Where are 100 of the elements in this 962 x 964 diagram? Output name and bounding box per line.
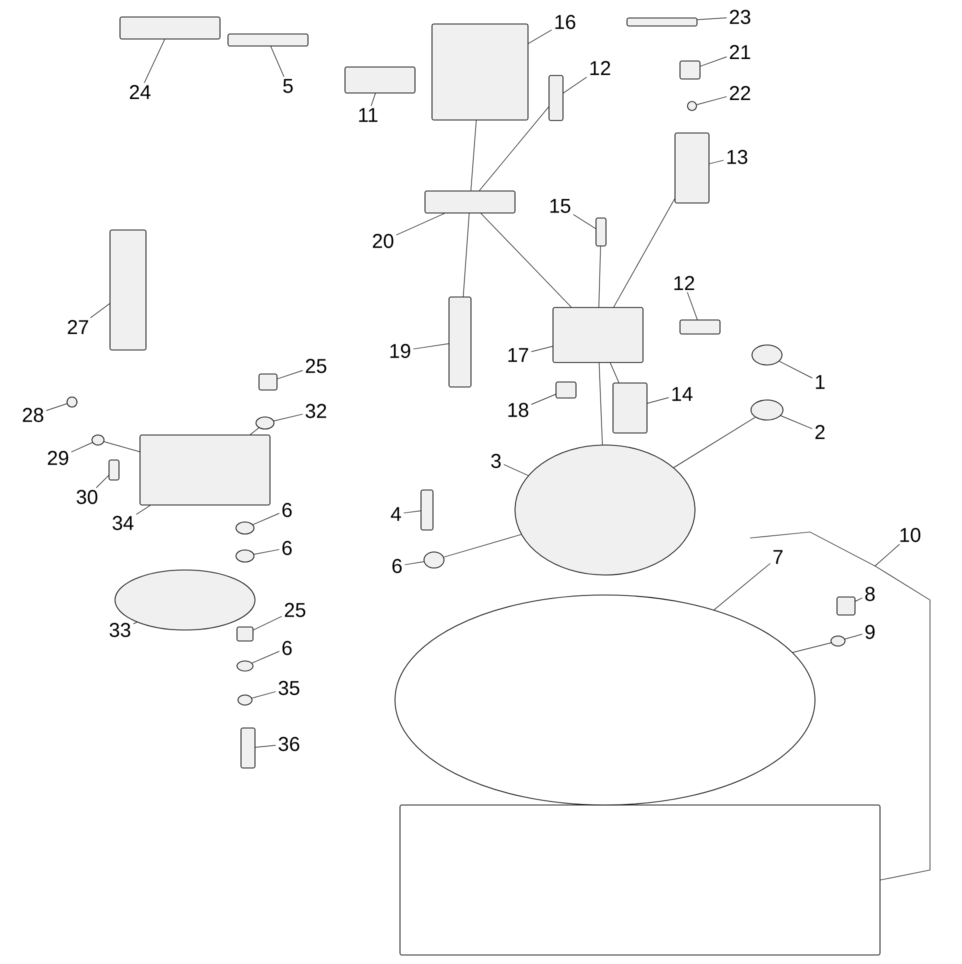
part-drawing <box>548 75 564 121</box>
callout-number: 21 <box>730 45 750 59</box>
callout-number: 15 <box>550 199 570 213</box>
part-drawing <box>552 307 644 363</box>
leader-line <box>133 622 138 624</box>
part-drawing <box>110 230 146 350</box>
part-drawing <box>680 60 700 80</box>
leader-line <box>404 561 424 566</box>
part-drawing <box>556 382 576 398</box>
leader-line <box>252 651 280 664</box>
part-drawing <box>687 101 697 111</box>
callout-number: 19 <box>390 344 410 358</box>
callout-number: 11 <box>359 108 378 122</box>
callout-number: 29 <box>48 450 68 466</box>
part-drawing <box>424 552 444 568</box>
callout-number: 35 <box>278 680 300 696</box>
part-drawing <box>238 694 252 706</box>
part-drawing <box>258 374 278 390</box>
part-drawing <box>626 18 698 26</box>
part-drawing <box>432 24 528 120</box>
callout-number: 18 <box>508 402 528 418</box>
leader-line <box>503 464 529 476</box>
leader-line <box>274 414 303 422</box>
part-drawing <box>836 596 856 616</box>
callout-number: 34 <box>112 516 134 530</box>
leader-line <box>90 303 110 318</box>
leader-line <box>370 93 376 106</box>
callout-number: 16 <box>555 14 576 30</box>
leader-line <box>270 46 284 78</box>
leader-line <box>253 616 282 630</box>
assembly-line <box>610 362 620 383</box>
assembly-line <box>470 120 477 191</box>
callout-number: 20 <box>372 234 394 248</box>
assembly-line <box>479 106 549 191</box>
part-drawing <box>400 804 880 956</box>
callout-number: 32 <box>306 404 326 418</box>
leader-line <box>874 544 930 880</box>
assembly-line <box>598 362 603 445</box>
callout-number: 4 <box>390 507 401 521</box>
part-drawing <box>92 434 104 446</box>
part-drawing <box>344 66 416 94</box>
leader-line <box>714 563 771 610</box>
leader-line <box>403 510 421 514</box>
leader-line <box>696 96 727 106</box>
part-drawing <box>394 594 816 806</box>
callout-number: 7 <box>773 550 783 564</box>
leader-line <box>780 415 813 430</box>
leader-line <box>136 505 151 515</box>
leader-line <box>563 76 587 94</box>
leader-line <box>96 475 109 488</box>
leader-line <box>144 39 165 84</box>
assembly-line <box>480 213 572 308</box>
callout-number: 25 <box>284 602 306 618</box>
callout-number: 6 <box>282 640 292 656</box>
assembly-line <box>613 198 675 308</box>
callout-number: 12 <box>590 61 610 75</box>
leader-line <box>687 292 698 320</box>
leader-line <box>709 160 724 164</box>
part-drawing <box>236 522 254 534</box>
assembly-line <box>673 416 756 468</box>
part-drawing <box>256 416 274 430</box>
leader-line <box>855 598 863 602</box>
part-drawing <box>424 190 516 214</box>
assembly-line <box>104 441 140 452</box>
leader-line <box>396 213 445 236</box>
leader-line <box>252 513 280 525</box>
leader-line <box>697 18 727 20</box>
callout-number: 6 <box>282 502 292 518</box>
callout-number: 1 <box>816 375 825 389</box>
callout-number: 6 <box>282 540 292 556</box>
part-drawing <box>674 132 710 204</box>
part-drawing <box>228 34 308 46</box>
part-drawing <box>108 460 120 480</box>
callout-number: 30 <box>76 490 98 504</box>
leader-line <box>46 403 68 411</box>
callout-number: 3 <box>491 454 501 468</box>
part-drawing <box>752 344 782 366</box>
callout-number: 2 <box>815 425 825 439</box>
part-drawing <box>514 444 696 576</box>
leader-line <box>647 397 669 404</box>
part-drawing <box>612 382 648 434</box>
part-drawing <box>140 434 270 506</box>
callout-number: 6 <box>392 558 402 574</box>
callout-number: 33 <box>110 622 130 638</box>
callout-number: 13 <box>727 150 748 164</box>
leader-line <box>255 745 276 748</box>
leader-line <box>531 394 556 405</box>
part-drawing <box>120 16 220 40</box>
callout-number: 25 <box>306 358 326 374</box>
callout-number: 17 <box>508 348 528 362</box>
callout-number: 24 <box>130 85 151 99</box>
assembly-line <box>250 428 260 435</box>
part-drawing <box>236 660 254 672</box>
callout-number: 36 <box>278 736 300 752</box>
leader-line <box>700 56 727 67</box>
leader-line <box>528 30 552 44</box>
part-drawing <box>66 396 78 408</box>
part-drawing <box>236 550 254 562</box>
leader-line <box>573 214 596 229</box>
assembly-line <box>443 534 522 558</box>
